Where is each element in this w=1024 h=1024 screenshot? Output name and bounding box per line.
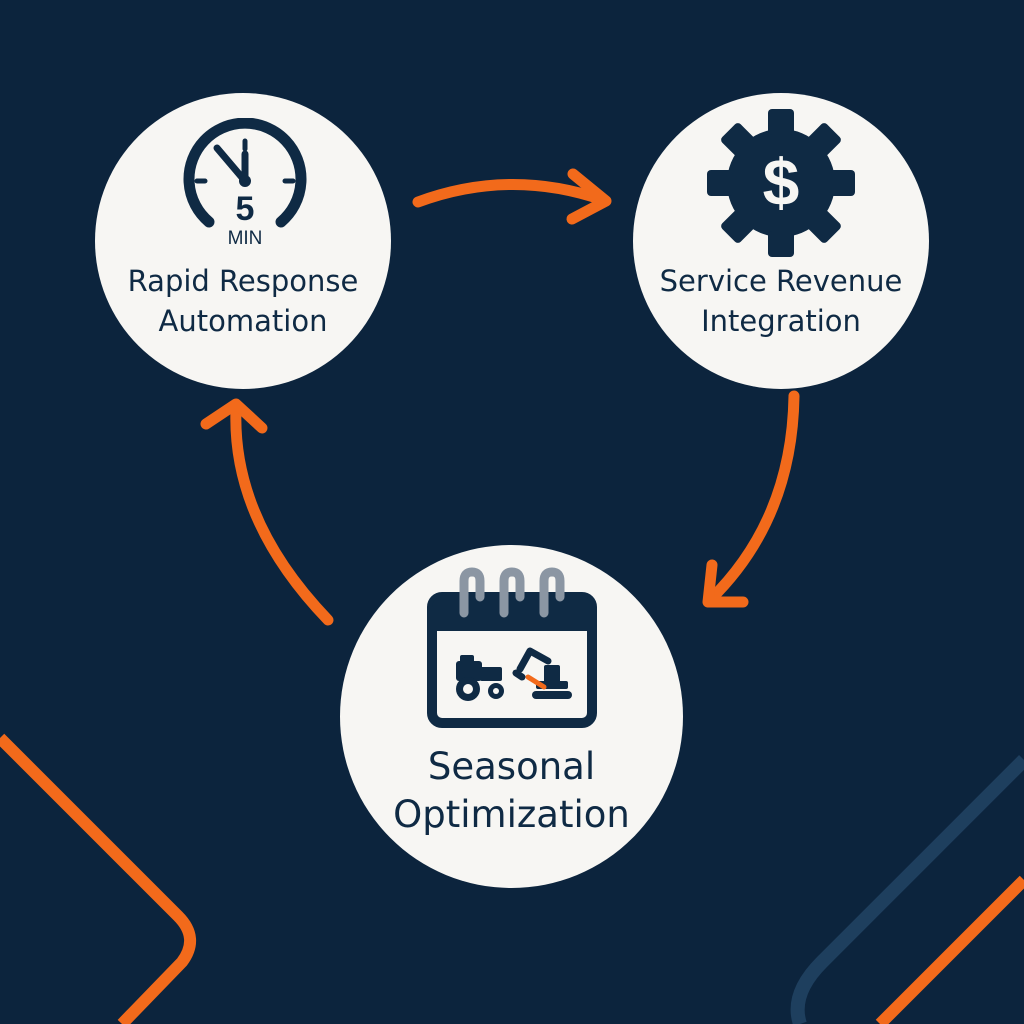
excavator-icon [512,647,552,681]
tractor-icon [456,655,504,701]
arrow-service-to-seasonal-head [702,559,749,608]
decor-line-bottom-right-faint [790,755,1024,1024]
label-line-1: Seasonal [427,745,596,788]
label-line-2: Automation [158,304,328,338]
gear-dollar-icon: $ [707,109,855,257]
arrow-rapid-to-service-head [566,168,612,225]
timer-unit: MIN [228,228,263,248]
node-label-rapid: Rapid Response Automation [95,261,391,341]
node-seasonal-optimization: Seasonal Optimization [340,545,683,888]
arrow-rapid-to-service [412,179,609,208]
label-line-2: Integration [701,304,861,338]
node-label-seasonal: Seasonal Optimization [340,743,683,839]
node-label-service: Service Revenue Integration [633,261,929,341]
arrow-seasonal-to-rapid [230,404,334,626]
node-rapid-response-automation: 5 MIN Rapid Response Automation [95,93,391,389]
calendar-equipment-icon [427,567,597,728]
label-line-1: Rapid Response [127,264,359,298]
stopwatch-icon: 5 MIN [183,118,307,248]
decor-line-bottom-left [0,733,196,1024]
arrow-service-to-seasonal [704,390,800,606]
dollar-sign: $ [763,145,800,219]
decor-line-bottom-right [875,875,1024,1024]
node-service-revenue-integration: $ Service Revenue Integration [633,93,929,389]
arrow-seasonal-to-rapid-head [200,398,268,434]
label-line-1: Service Revenue [659,264,903,298]
label-line-2: Optimization [393,793,630,836]
timer-value: 5 [236,190,255,228]
